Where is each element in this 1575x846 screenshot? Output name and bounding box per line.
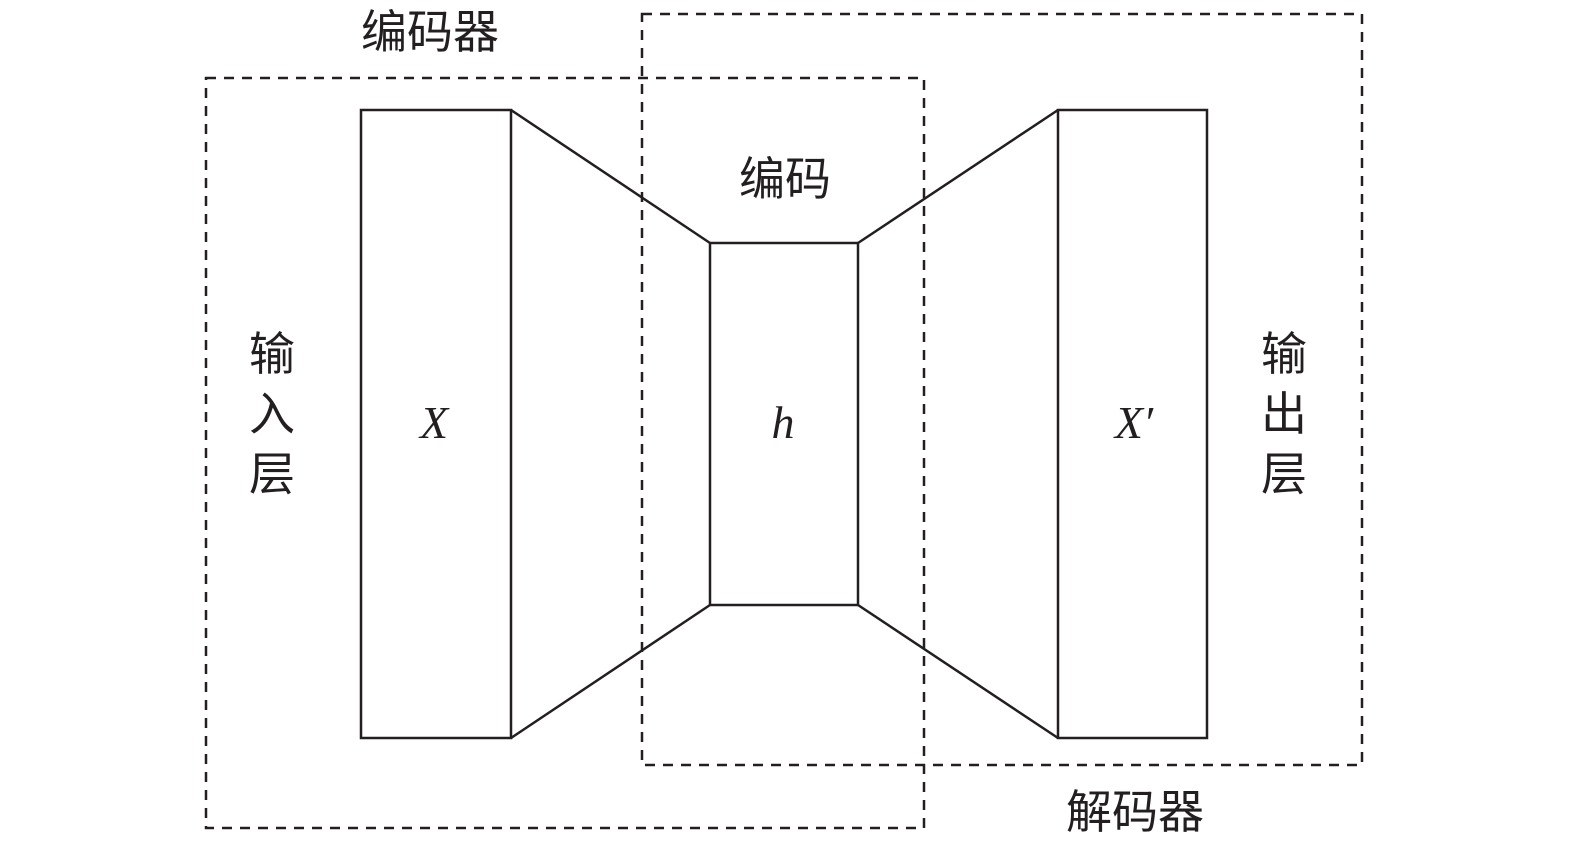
encoder-label: 编码器 [361,5,499,59]
decoder-dashed-box [640,12,1364,767]
input-layer-side-char: 层 [249,447,295,501]
input-layer-side-label: 输 入 层 [249,327,295,501]
code-layer-rect [708,241,860,607]
output-layer-side-char: 输 [1261,327,1307,381]
connector-code-output-bottom [857,603,1059,740]
input-layer-side-char: 入 [249,387,295,441]
output-layer-rect [1056,108,1209,740]
input-layer-side-char: 输 [249,327,295,381]
output-symbol: X′ [1113,397,1154,448]
input-symbol: X [418,397,450,448]
code-symbol: h [772,397,795,448]
connector-code-output-top [857,108,1059,245]
input-layer-rect [359,108,513,740]
connector-input-code-bottom [510,603,711,740]
connector-input-code-top [510,108,711,245]
code-label: 编码 [739,152,831,206]
encoder-dashed-box [204,76,926,830]
output-layer-side-char: 出 [1261,387,1307,441]
output-layer-side-char: 层 [1261,447,1307,501]
output-layer-side-label: 输 出 层 [1261,327,1307,501]
decoder-label: 解码器 [1066,785,1204,839]
